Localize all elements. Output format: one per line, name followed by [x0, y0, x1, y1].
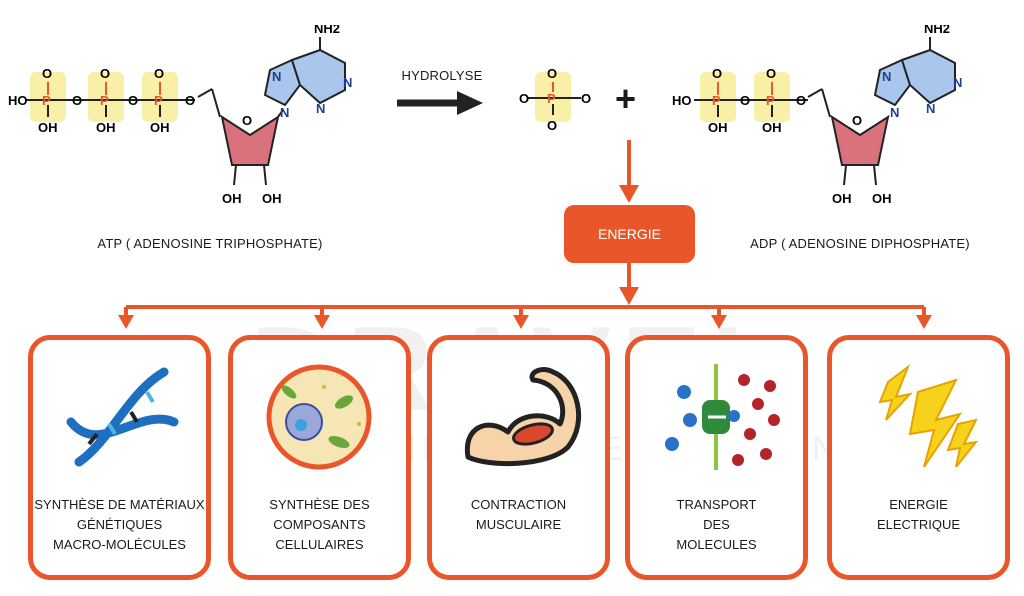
svg-text:N: N	[882, 69, 891, 84]
svg-text:O: O	[796, 93, 806, 108]
atom-label: P	[100, 93, 109, 108]
atom-label: OH	[150, 120, 170, 135]
energie-box: ENERGIE	[564, 205, 695, 263]
plus-sign: +	[615, 78, 637, 119]
atom-label: O	[100, 66, 110, 81]
svg-text:O: O	[547, 118, 557, 133]
hydrolysis-arrow-icon	[397, 91, 483, 115]
svg-text:OH: OH	[832, 191, 852, 206]
svg-text:OH: OH	[872, 191, 892, 206]
svg-text:P: P	[766, 93, 775, 108]
free-phosphate-icon: O P O O O	[519, 66, 591, 133]
card-molecule-transport: TRANSPORT DES MOLECULES	[625, 335, 808, 580]
svg-text:P: P	[547, 91, 556, 106]
svg-text:O: O	[242, 113, 252, 128]
svg-text:N: N	[926, 101, 935, 116]
card-title: SYNTHÈSE DES COMPOSANTS CELLULAIRES	[269, 497, 370, 552]
svg-text:N: N	[890, 105, 899, 120]
atom-label: N	[280, 105, 289, 120]
lightning-icon	[878, 364, 979, 468]
atom-label: O	[185, 93, 195, 108]
hydrolysis-label: HYDROLYSE	[401, 68, 483, 83]
card-title: TRANSPORT DES MOLECULES	[676, 497, 757, 552]
svg-text:P: P	[712, 93, 721, 108]
atp-molecule: HO O P OH O O P OH O O P OH O O OH OH N …	[8, 25, 352, 206]
energy-flow-arrows	[118, 140, 932, 329]
atom-label: OH	[222, 191, 242, 206]
atp-ribose-sugar: O OH OH	[197, 88, 284, 206]
atom-label: OH	[38, 120, 58, 135]
atom-label: N	[316, 101, 325, 116]
atom-label: HO	[8, 93, 28, 108]
atom-label: P	[154, 93, 163, 108]
atom-label: O	[128, 93, 138, 108]
card-title: SYNTHÈSE DE MATÉRIAUX GÉNÉTIQUES MACRO-M…	[34, 497, 205, 552]
atp-phosphate-chain: HO O P OH O O P OH O O P OH O	[8, 66, 195, 135]
atom-label: P	[42, 93, 51, 108]
svg-text:OH: OH	[762, 120, 782, 135]
membrane-transport-icon	[665, 364, 780, 470]
card-muscle-contraction: CONTRACTION MUSCULAIRE	[427, 335, 610, 580]
svg-text:O: O	[581, 91, 591, 106]
atp-adenine-base: N N N N NH2	[263, 25, 352, 120]
cell-icon	[266, 364, 372, 470]
atom-label: O	[154, 66, 164, 81]
atom-label: OH	[96, 120, 116, 135]
svg-text:O: O	[766, 66, 776, 81]
svg-text:NH2: NH2	[924, 25, 950, 36]
svg-text:O: O	[519, 91, 529, 106]
atom-label: O	[72, 93, 82, 108]
adp-molecule: HO O P OH O O P OH O O OH OH N N N N NH2	[672, 25, 962, 206]
svg-text:HO: HO	[672, 93, 692, 108]
svg-text:O: O	[740, 93, 750, 108]
atom-label: NH2	[314, 25, 340, 36]
svg-text:O: O	[547, 66, 557, 81]
card-title: ENERGIE ELECTRIQUE	[876, 497, 961, 532]
svg-text:O: O	[712, 66, 722, 81]
card-genetic-synthesis: SYNTHÈSE DE MATÉRIAUX GÉNÉTIQUES MACRO-M…	[28, 335, 211, 580]
svg-text:O: O	[852, 113, 862, 128]
svg-text:OH: OH	[708, 120, 728, 135]
svg-text:N: N	[953, 75, 962, 90]
muscle-icon	[464, 367, 582, 466]
atom-label: OH	[262, 191, 282, 206]
adp-caption: ADP ( ADENOSINE DIPHOSPHATE)	[750, 236, 970, 251]
atom-label: N	[343, 75, 352, 90]
atom-label: O	[42, 66, 52, 81]
atom-label: N	[272, 69, 281, 84]
card-cellular-components: SYNTHÈSE DES COMPOSANTS CELLULAIRES	[228, 335, 411, 580]
card-title: CONTRACTION MUSCULAIRE	[470, 497, 567, 532]
atp-caption: ATP ( ADENOSINE TRIPHOSPHATE)	[97, 236, 323, 251]
card-electric-energy: ENERGIE ELECTRIQUE	[827, 335, 1010, 580]
dna-icon	[66, 367, 179, 467]
